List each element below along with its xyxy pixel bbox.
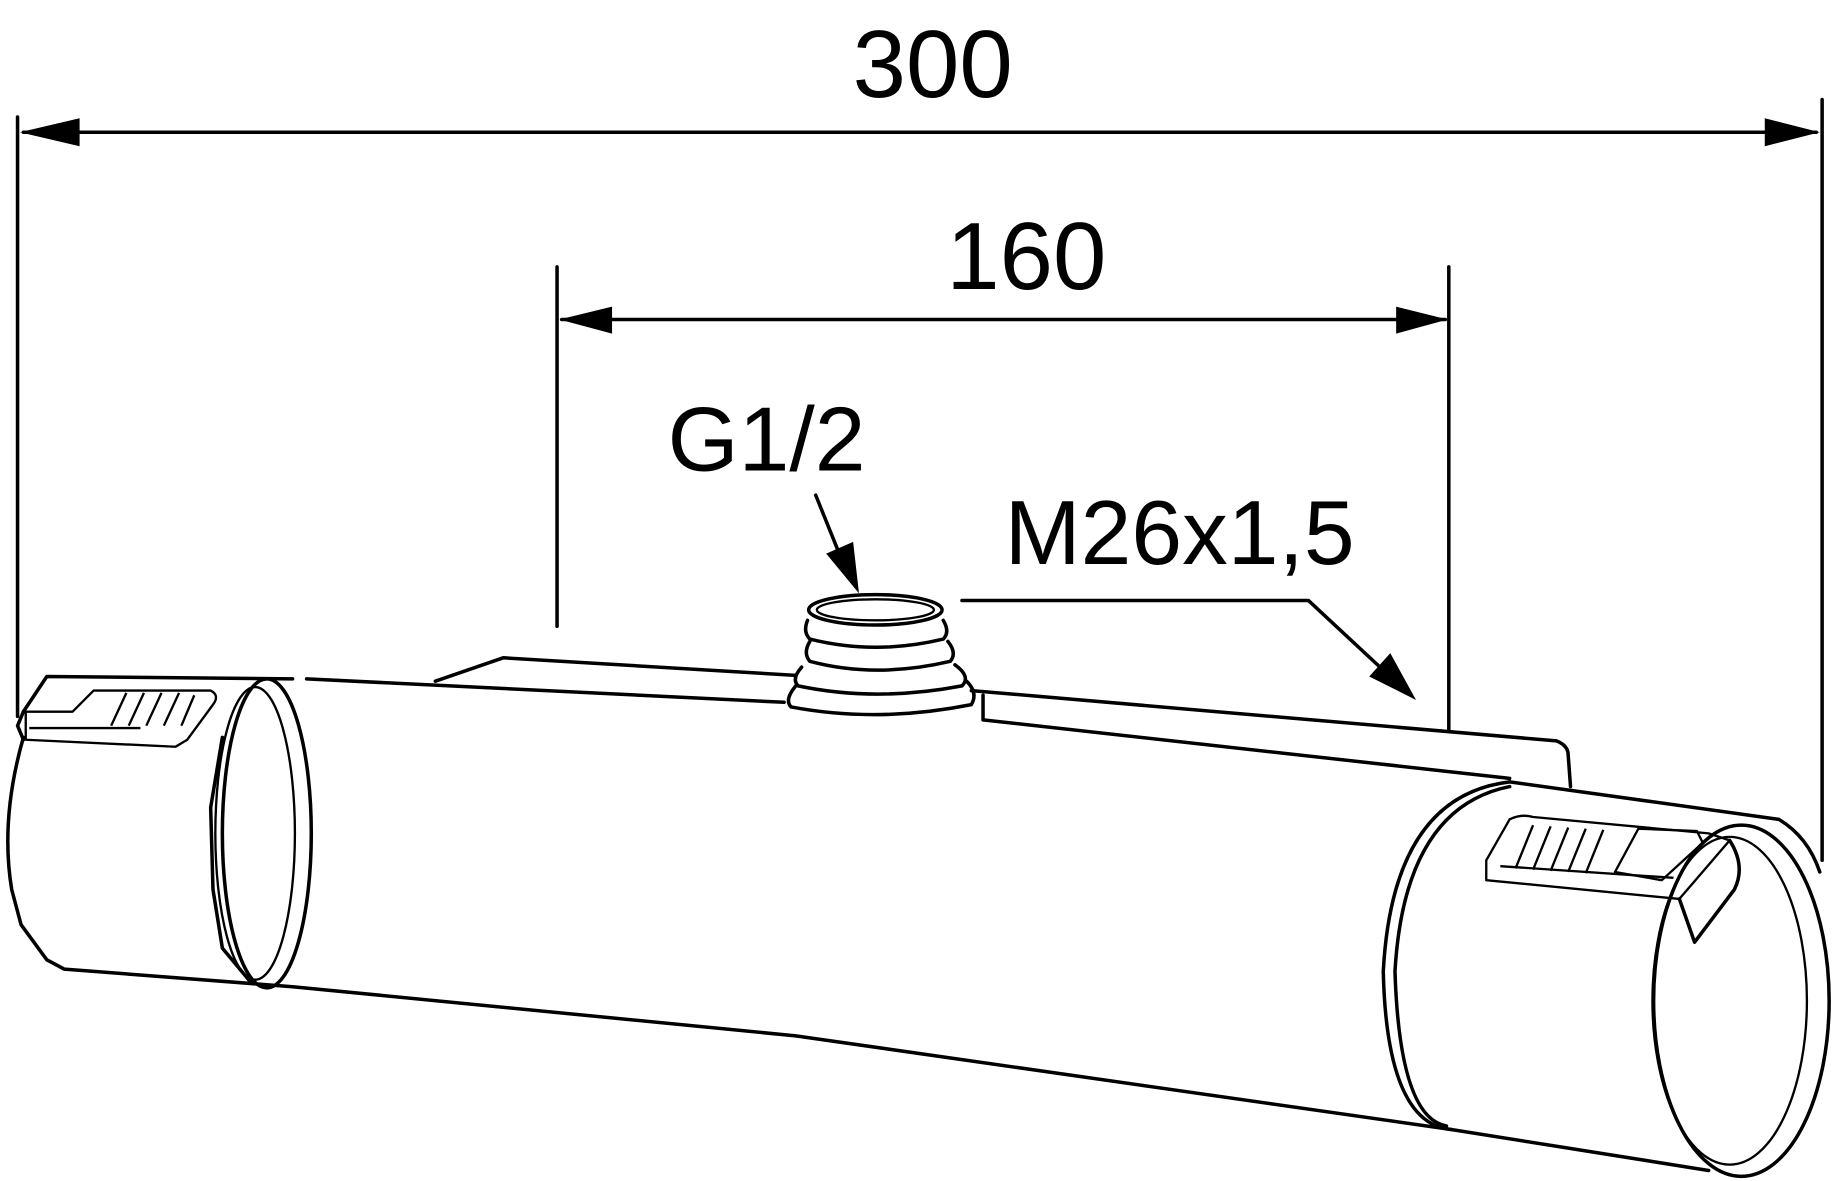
callout-g12: G1/2 <box>668 389 866 594</box>
dimension-160-label: 160 <box>946 203 1106 310</box>
g12-threaded-nipple <box>786 592 976 717</box>
m26-label: M26x1,5 <box>1005 482 1355 584</box>
callout-m26: M26x1,5 <box>960 482 1417 700</box>
g12-label: G1/2 <box>668 389 866 491</box>
dimension-300-label: 300 <box>853 11 1013 118</box>
dimension-inlet-spacing: 160 <box>555 203 1451 734</box>
dimension-overall: 300 <box>15 11 1824 863</box>
mixer-body <box>6 592 1831 1179</box>
